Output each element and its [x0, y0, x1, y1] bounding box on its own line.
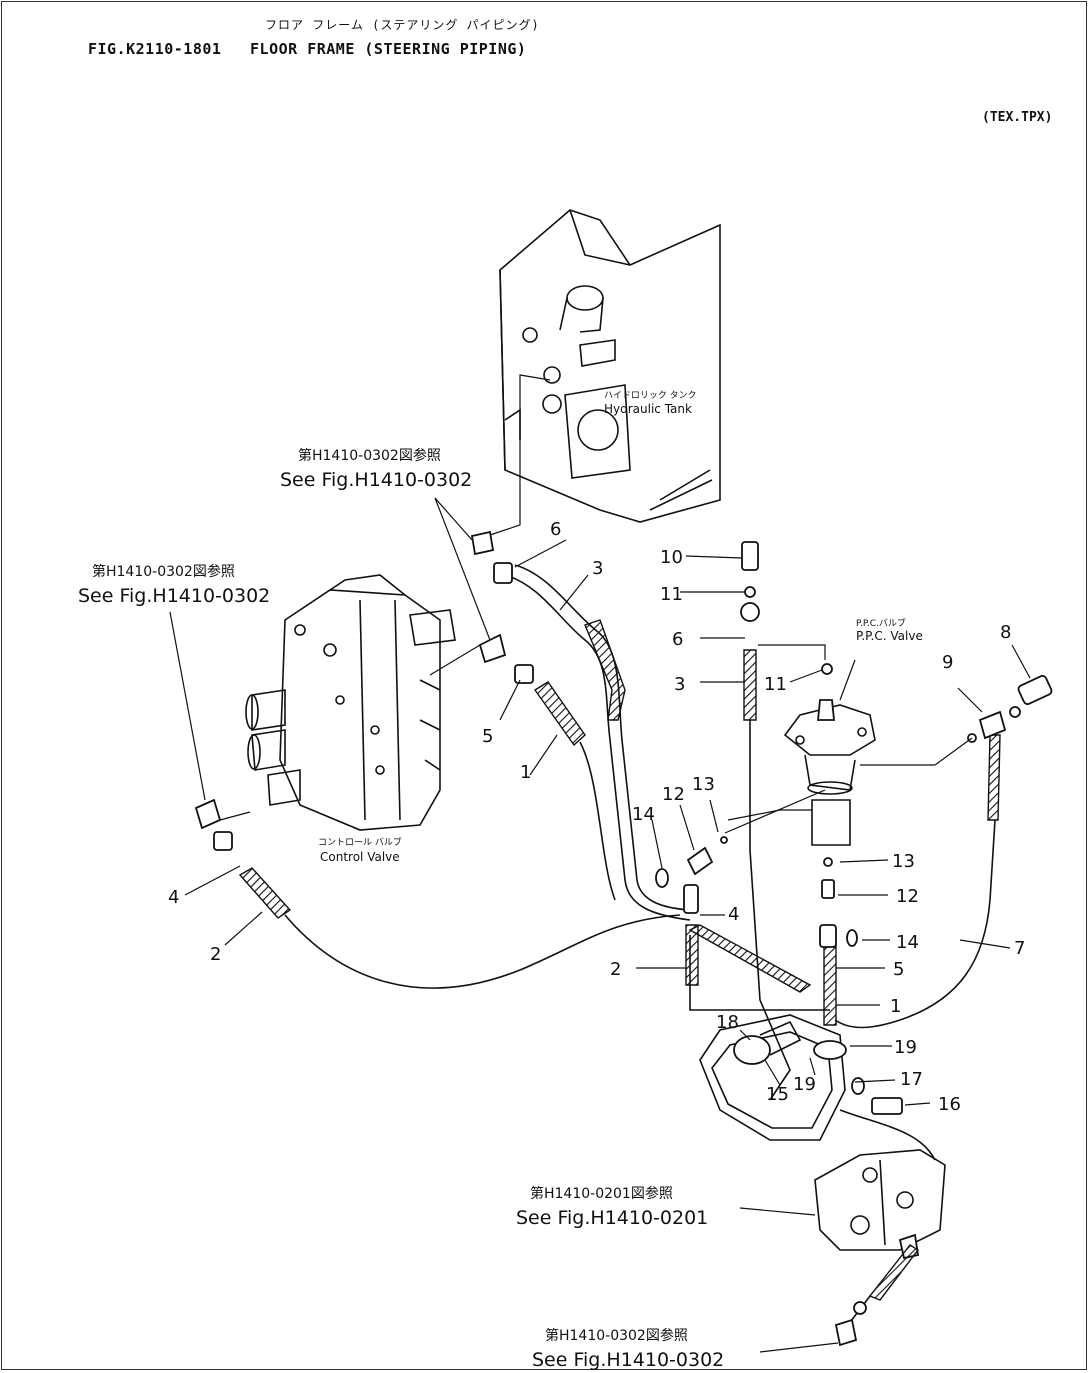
part-callouts: 1 1 2 2 3 3 4 4 5 5 6 6 7 8 9 10 11 11 1…: [168, 519, 1025, 1115]
figure-title: FLOOR FRAME (STEERING PIPING): [250, 40, 527, 58]
ppc-valve-label: P.P.C. Valve: [856, 629, 923, 643]
callout-15: 15: [766, 1084, 789, 1105]
leader-lines: [169, 374, 1031, 1353]
variant-label: (TEX.TPX): [982, 110, 1053, 125]
reference-labels: 第H1410-0302図参照 See Fig.H1410-0302 第H1410…: [78, 447, 724, 1371]
callout-12: 12: [662, 784, 685, 805]
callout-8: 8: [1000, 622, 1011, 643]
control-valve: [245, 574, 456, 831]
callout-13: 13: [692, 774, 715, 795]
control-valve-label: Control Valve: [320, 850, 400, 864]
callout-11: 11: [764, 674, 787, 695]
callout-7: 7: [1014, 938, 1025, 959]
callout-2: 2: [610, 959, 621, 980]
reference-en: See Fig.H1410-0302: [280, 469, 472, 491]
hydraulic-tank: [499, 209, 721, 523]
reference-jp: 第H1410-0302図参照: [545, 1327, 688, 1344]
callout-10: 10: [660, 547, 683, 568]
callout-1: 1: [890, 996, 901, 1017]
callout-3: 3: [674, 674, 685, 695]
control-valve-label-jp: コントロール バルブ: [318, 836, 402, 848]
figure-code: FIG.K2110-1801: [88, 40, 222, 58]
callout-2: 2: [210, 944, 221, 965]
callout-19: 19: [793, 1074, 816, 1095]
callout-3: 3: [592, 558, 603, 579]
callout-5: 5: [482, 726, 493, 747]
figure-title-jp: フロア フレーム (ステアリング パイピング): [265, 18, 540, 32]
callout-4: 4: [728, 904, 739, 925]
reference-en: See Fig.H1410-0302: [532, 1349, 724, 1371]
callout-14: 14: [896, 932, 919, 953]
callout-14: 14: [632, 804, 655, 825]
callout-4: 4: [168, 887, 179, 908]
reference-jp: 第H1410-0302図参照: [298, 447, 441, 464]
callout-18: 18: [716, 1012, 739, 1033]
steering-valve: [814, 1149, 946, 1260]
reference-jp: 第H1410-0201図参照: [530, 1185, 673, 1202]
reference-jp: 第H1410-0302図参照: [92, 563, 235, 580]
callout-16: 16: [938, 1094, 961, 1115]
steering-unit: [699, 1014, 847, 1141]
callout-19: 19: [894, 1037, 917, 1058]
ppc-valve: [783, 699, 876, 846]
callout-12: 12: [896, 886, 919, 907]
fittings: [194, 530, 1053, 1347]
figure-title-en: FIG.K2110-1801 FLOOR FRAME (STEERING PIP…: [88, 40, 526, 58]
callout-17: 17: [900, 1069, 923, 1090]
callout-5: 5: [893, 959, 904, 980]
callout-13: 13: [892, 851, 915, 872]
callout-6: 6: [672, 629, 683, 650]
ppc-valve-label-jp: P.P.C.バルブ: [856, 617, 906, 629]
reference-en: See Fig.H1410-0201: [516, 1207, 708, 1229]
hose-routing: [238, 564, 1001, 1326]
callout-11: 11: [660, 584, 683, 605]
hydraulic-tank-label-jp: ハイドロリック タンク: [604, 390, 697, 401]
callout-6: 6: [550, 519, 561, 540]
hydraulic-tank-label: Hydraulic Tank: [604, 402, 692, 416]
component-labels: ハイドロリック タンク Hydraulic Tank コントロール バルブ Co…: [318, 390, 923, 864]
callout-9: 9: [942, 652, 953, 673]
reference-en: See Fig.H1410-0302: [78, 585, 270, 607]
callout-1: 1: [520, 762, 531, 783]
